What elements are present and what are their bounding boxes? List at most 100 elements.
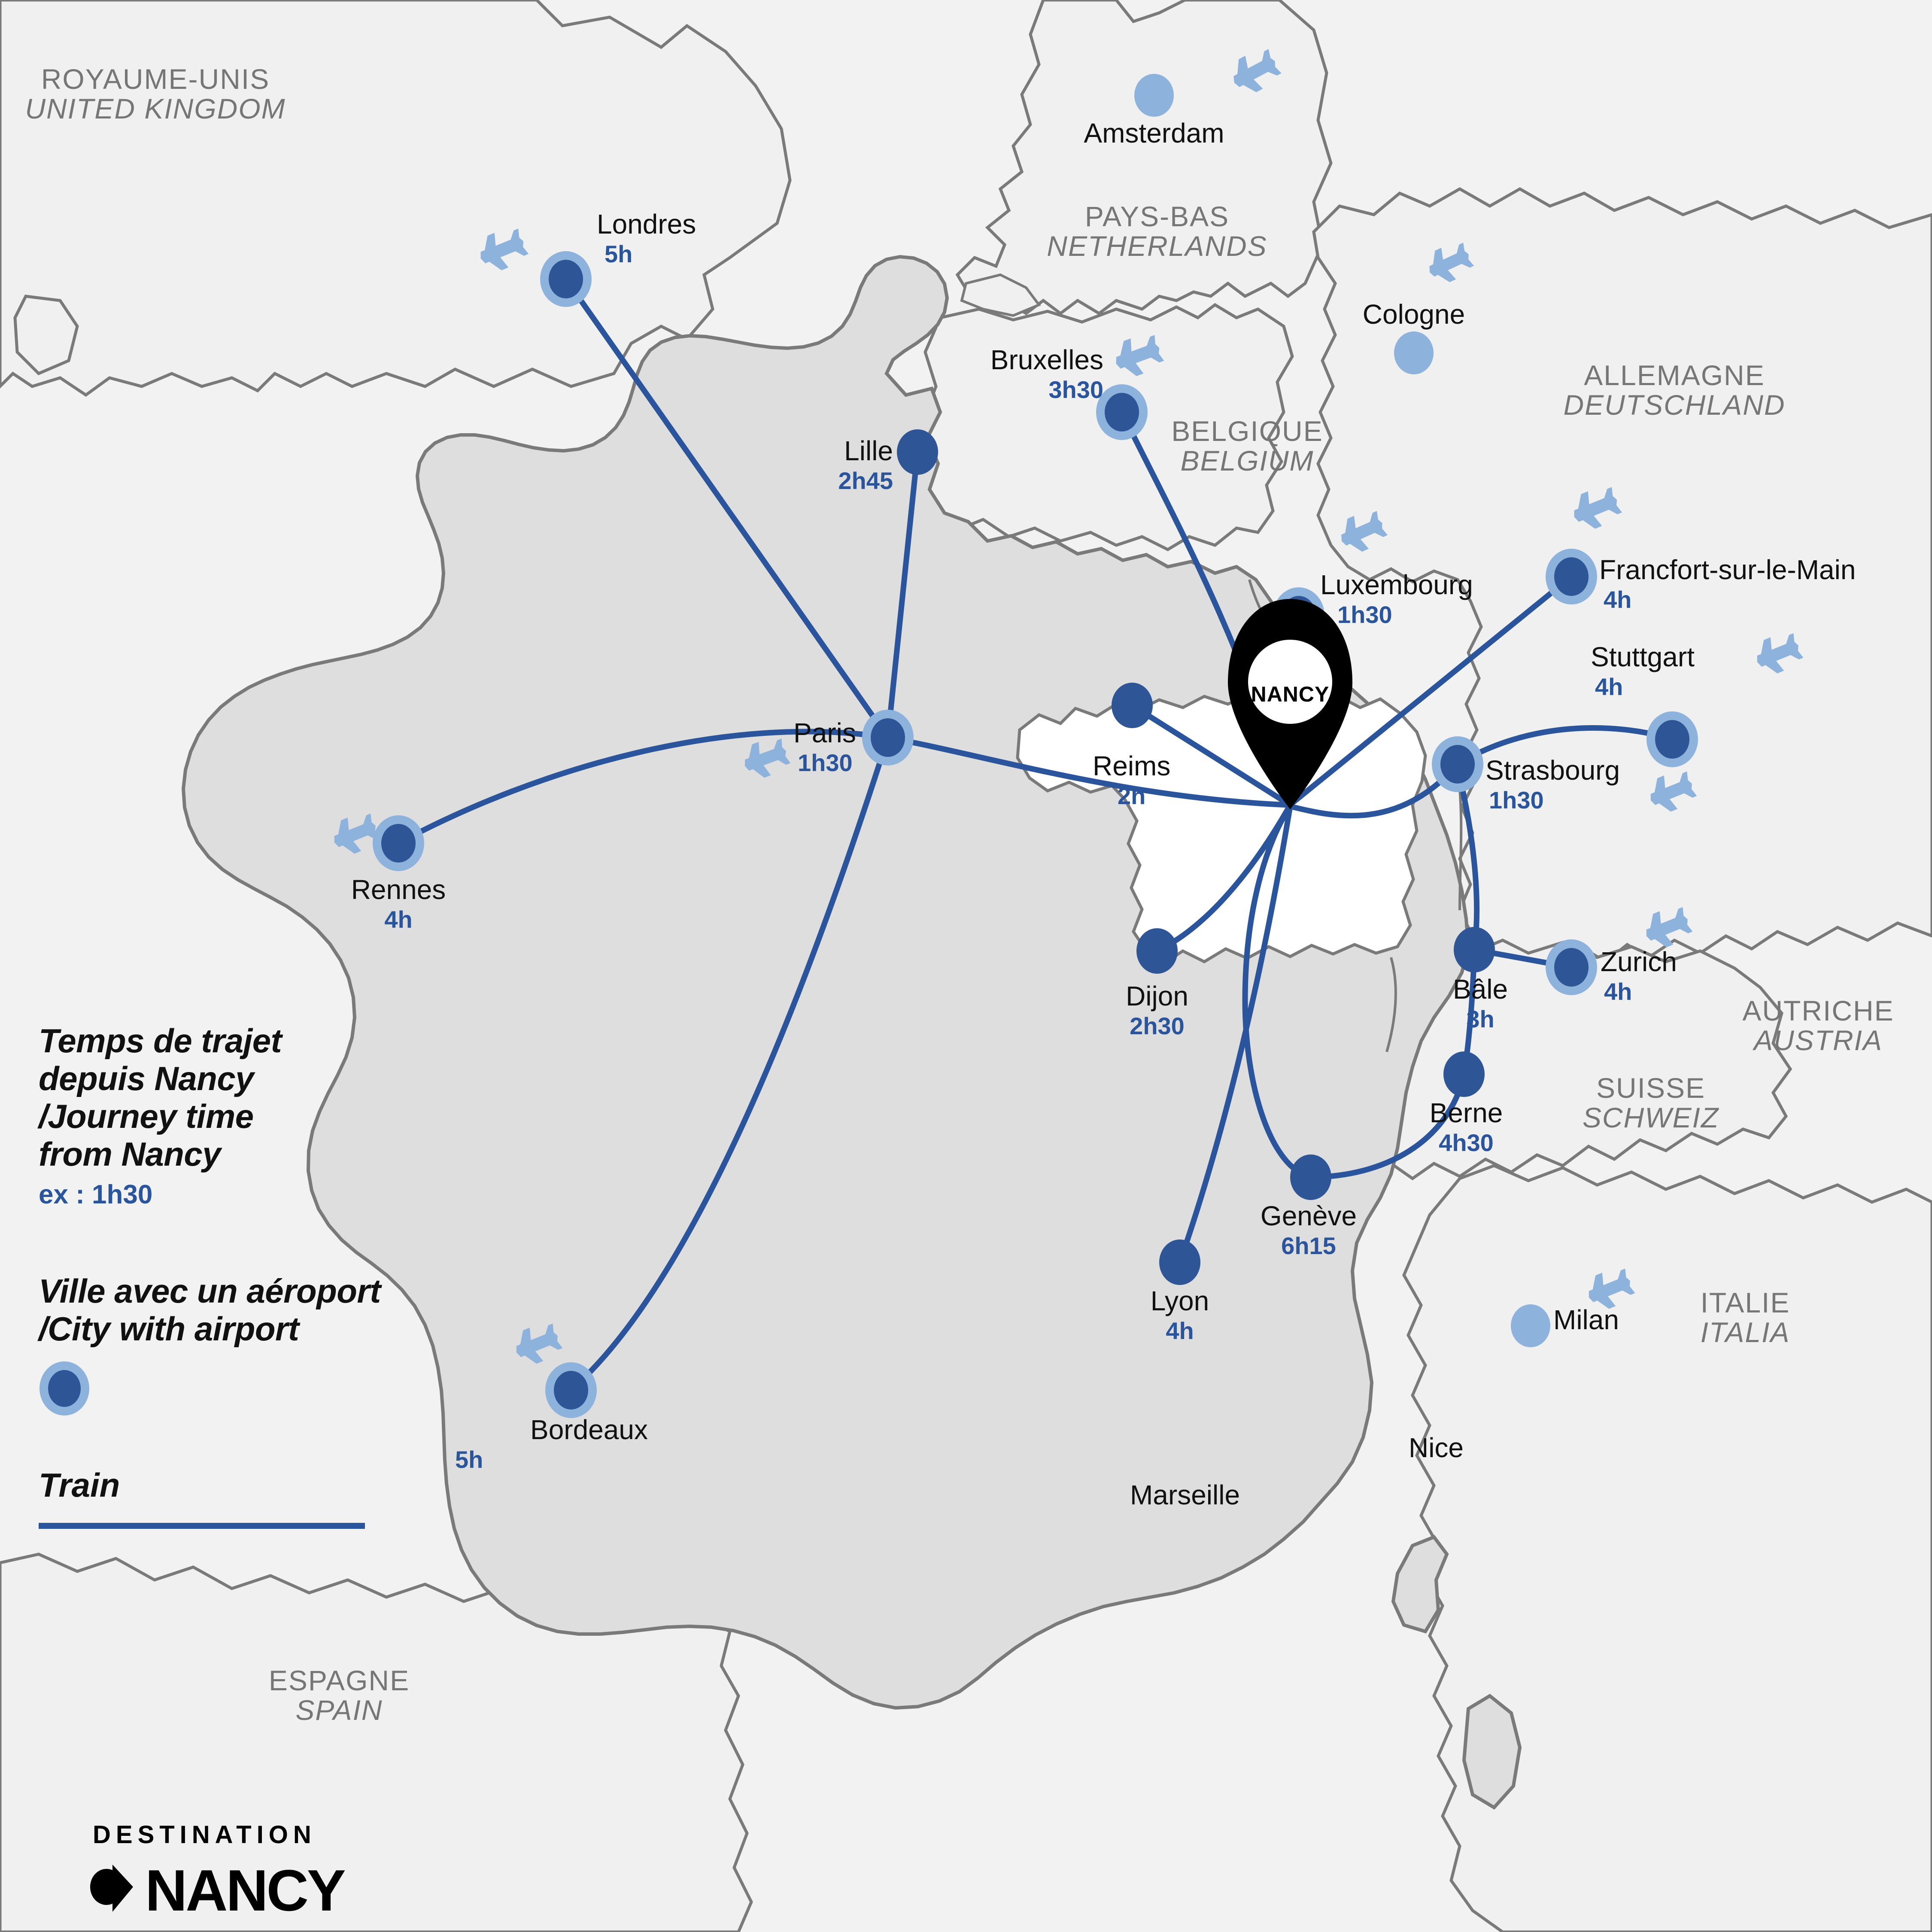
- city-time: 2h30: [1130, 1012, 1185, 1039]
- logo-main-text: NANCY: [145, 1857, 346, 1923]
- route-geneve-trunk: [1242, 803, 1314, 1180]
- destination-nancy-logo[interactable]: DESTINATION NANCY: [86, 1820, 346, 1923]
- city-time: 3h: [1466, 1005, 1495, 1033]
- route-paris: [885, 735, 1293, 808]
- city-name: Genève: [1260, 1200, 1357, 1231]
- city-label-stuttgart[interactable]: Stuttgart 4h: [1591, 643, 1695, 701]
- legend-example: ex : 1h30: [39, 1179, 153, 1209]
- marker-bordeaux: [545, 1362, 597, 1418]
- city-time: 4h: [1595, 673, 1623, 700]
- city-name: Paris: [793, 717, 856, 748]
- city-label-bale[interactable]: Bâle 3h: [1453, 975, 1508, 1033]
- marker-lyon: [1159, 1239, 1200, 1285]
- legend-title-line-1: Temps de trajet: [39, 1022, 282, 1060]
- city-label-milan[interactable]: Milan: [1553, 1306, 1619, 1334]
- marker-rennes: [373, 815, 424, 871]
- marker-paris: [862, 710, 914, 766]
- city-label-francfort[interactable]: Francfort-sur-le-Main 4h: [1599, 556, 1856, 614]
- city-label-paris[interactable]: Paris 1h30: [793, 719, 856, 777]
- city-label-lyon[interactable]: Lyon 4h: [1151, 1287, 1209, 1345]
- city-name: Dijon: [1126, 981, 1188, 1012]
- city-name: Luxembourg: [1320, 569, 1473, 600]
- region-highlight-grand-est: [1016, 692, 1427, 966]
- route-lille: [885, 449, 920, 741]
- legend-train-label: Train: [39, 1466, 120, 1504]
- city-label-cologne[interactable]: Cologne: [1363, 301, 1465, 328]
- route-stuttgart: [1455, 725, 1675, 767]
- city-label-bordeaux[interactable]: Bordeaux 5h: [455, 1414, 648, 1473]
- country-shape-france: [181, 255, 1522, 1810]
- route-rennes: [395, 729, 891, 846]
- city-name: Amsterdam: [1084, 118, 1224, 149]
- city-name: Stuttgart: [1591, 641, 1695, 672]
- marker-bruxelles: [1096, 384, 1148, 440]
- city-label-dijon[interactable]: Dijon 2h30: [1126, 982, 1188, 1040]
- city-time: 2h45: [838, 467, 893, 494]
- city-time: 1h30: [1489, 787, 1544, 814]
- route-lyon: [1177, 803, 1293, 1265]
- route-londres: [563, 276, 891, 741]
- city-name: Bâle: [1452, 974, 1508, 1005]
- legend-train-line-swatch: [39, 1522, 365, 1529]
- city-label-marseille[interactable]: Marseille: [1130, 1481, 1240, 1509]
- city-markers: [373, 74, 1698, 1418]
- route-francfort: [1288, 574, 1574, 807]
- city-name: Bruxelles: [990, 344, 1103, 375]
- country-shape-italy: [1402, 1164, 1932, 1932]
- legend-airport-marker: [39, 1361, 90, 1416]
- legend-airport-line-2: /City with airport: [39, 1309, 299, 1348]
- city-label-lille[interactable]: Lille 2h45: [838, 437, 893, 495]
- nancy-location-pin: [1228, 599, 1352, 809]
- city-time: 6h15: [1281, 1232, 1336, 1259]
- city-time: 2h: [1117, 782, 1146, 809]
- route-strasbourg: [1287, 761, 1461, 819]
- nancy-label: NANCY: [1251, 682, 1330, 706]
- city-name: Rennes: [351, 874, 446, 905]
- city-label-berne[interactable]: Berne 4h30: [1430, 1099, 1503, 1157]
- city-label-amsterdam[interactable]: Amsterdam: [1084, 119, 1224, 147]
- route-reims: [1129, 702, 1293, 808]
- city-label-londres[interactable]: Londres 5h: [597, 210, 696, 268]
- marker-geneve: [1290, 1154, 1331, 1200]
- marker-amsterdam: [1134, 74, 1174, 117]
- city-name: Milan: [1553, 1304, 1619, 1335]
- city-label-geneve[interactable]: Genève 6h15: [1261, 1202, 1357, 1260]
- city-name: Lyon: [1150, 1285, 1209, 1316]
- country-shape-uk: [0, 0, 792, 397]
- marker-stuttgart: [1646, 711, 1698, 767]
- marker-strasbourg: [1432, 736, 1483, 792]
- city-time: 5h: [605, 240, 633, 267]
- city-name: Francfort-sur-le-Main: [1599, 554, 1856, 585]
- country-shape-netherlands: [955, 0, 1333, 354]
- city-time: 3h30: [1048, 376, 1103, 403]
- city-time: 4h: [384, 906, 413, 933]
- city-label-reims[interactable]: Reims 2h: [1093, 752, 1170, 810]
- city-time: 1h30: [1337, 601, 1392, 628]
- legend-title-line-3: /Journey time: [39, 1097, 254, 1136]
- city-name: Lille: [844, 435, 893, 466]
- legend-title-line-2: depuis Nancy: [39, 1060, 254, 1098]
- city-name: Bordeaux: [530, 1414, 648, 1445]
- marker-berne: [1443, 1051, 1485, 1097]
- city-label-rennes[interactable]: Rennes 4h: [351, 876, 446, 933]
- marker-milan: [1511, 1304, 1550, 1347]
- city-time: 4h30: [1439, 1129, 1494, 1156]
- city-label-strasbourg[interactable]: Strasbourg 1h30: [1485, 756, 1620, 814]
- city-label-bruxelles[interactable]: Bruxelles 3h30: [990, 346, 1103, 404]
- legend-airport-title: Ville avec un aéroport /City with airpor…: [39, 1272, 545, 1348]
- city-label-nice[interactable]: Nice: [1409, 1434, 1464, 1461]
- marker-bale: [1454, 927, 1495, 972]
- marker-zurich: [1546, 939, 1597, 995]
- city-name: Londres: [597, 209, 696, 240]
- pin-arrow-icon: [86, 1857, 137, 1923]
- city-time: 1h30: [798, 749, 853, 776]
- city-label-luxembourg[interactable]: Luxembourg 1h30: [1320, 571, 1473, 629]
- city-label-zurich[interactable]: Zurich 4h: [1601, 948, 1677, 1005]
- city-name: Zurich: [1601, 946, 1677, 977]
- nancy-pin-wrapper: NANCY: [1228, 631, 1352, 803]
- marker-dijon: [1136, 928, 1178, 974]
- city-time: 4h: [1604, 586, 1632, 613]
- city-name: Marseille: [1130, 1479, 1240, 1510]
